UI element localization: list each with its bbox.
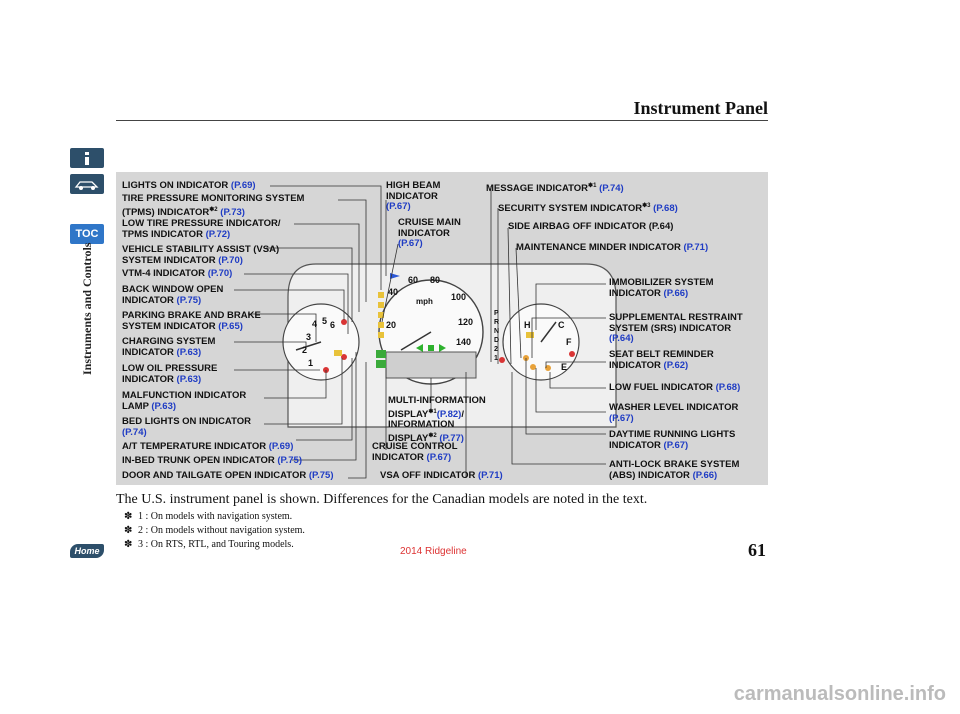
temp-H: H	[524, 320, 531, 330]
label-maintenance: MAINTENANCE MINDER INDICATOR (P.71)	[516, 242, 709, 253]
label-security: SECURITY SYSTEM INDICATOR✽3 (P.68)	[498, 203, 678, 215]
info-tab-icon[interactable]	[70, 148, 104, 168]
temp-C: C	[558, 320, 565, 330]
title-rule	[116, 120, 768, 121]
gear-N: N	[494, 328, 500, 335]
label-multi-info-display: MULTI-INFORMATION DISPLAY✽1(P.82)/ INFOR…	[388, 395, 486, 444]
tach-5: 5	[322, 316, 328, 326]
home-button[interactable]: Home	[70, 544, 104, 558]
info-display	[385, 351, 477, 379]
caption: The U.S. instrument panel is shown. Diff…	[116, 492, 648, 507]
label-in-bed-trunk: IN-BED TRUNK OPEN INDICATOR (P.75)	[122, 455, 303, 466]
label-side-airbag: SIDE AIRBAG OFF INDICATOR (P.64)	[508, 221, 674, 232]
speedo-100: 100	[451, 292, 467, 302]
tach-1: 1	[308, 358, 314, 368]
tach-6: 6	[330, 320, 336, 330]
label-washer-level: WASHER LEVEL INDICATOR(P.67)	[609, 402, 739, 424]
label-vsa: VEHICLE STABILITY ASSIST (VSA)SYSTEM IND…	[122, 244, 280, 266]
tach-2: 2	[302, 345, 308, 355]
car-tab-icon[interactable]	[70, 174, 104, 194]
toc-button[interactable]: TOC	[70, 224, 104, 244]
footnote-1: ✽1 : On models with navigation system.	[124, 511, 293, 522]
label-low-fuel: LOW FUEL INDICATOR (P.68)	[609, 382, 741, 393]
speedo-unit: mph	[416, 297, 433, 306]
label-bed-lights: BED LIGHTS ON INDICATOR(P.74)	[122, 416, 251, 438]
label-vsa-off: VSA OFF INDICATOR (P.71)	[380, 470, 503, 481]
gear-2: 2	[494, 346, 498, 353]
site-watermark: carmanualsonline.info	[733, 683, 946, 705]
gear-P: P	[494, 310, 499, 317]
page-number: 61	[748, 540, 766, 560]
gear-1: 1	[494, 355, 498, 362]
speedo-80: 80	[430, 275, 441, 285]
footnote-3: ✽3 : On RTS, RTL, and Touring models.	[124, 539, 294, 550]
label-lights-on: LIGHTS ON INDICATOR (P.69)	[122, 180, 256, 191]
label-tpms: TIRE PRESSURE MONITORING SYSTEM(TPMS) IN…	[122, 193, 305, 218]
label-message: MESSAGE INDICATOR✽1 (P.74)	[486, 183, 624, 195]
gear-R: R	[494, 319, 500, 326]
speedo-140: 140	[456, 337, 472, 347]
label-vtm4: VTM-4 INDICATOR (P.70)	[122, 268, 233, 279]
footnote-2: ✽2 : On models without navigation system…	[124, 525, 305, 536]
speedo-60: 60	[408, 275, 419, 285]
speedo-20: 20	[386, 320, 397, 330]
gear-D: D	[494, 337, 500, 344]
cluster-illustration	[234, 185, 617, 479]
tach-3: 3	[306, 332, 312, 342]
fuel-F: F	[566, 337, 572, 347]
watermark: 2014 Ridgeline	[400, 546, 467, 557]
fuel-E: E	[561, 362, 568, 372]
label-abs: ANTI-LOCK BRAKE SYSTEM(ABS) INDICATOR (P…	[609, 459, 740, 481]
instrument-panel-diagram: mph 60 80 40 100 120 140 20 3 4 5 6 2 1 …	[116, 172, 768, 485]
speedo-40: 40	[388, 287, 399, 297]
page-title: Instrument Panel	[633, 98, 769, 118]
label-door-tailgate: DOOR AND TAILGATE OPEN INDICATOR (P.75)	[122, 470, 334, 481]
speedo-120: 120	[458, 317, 474, 327]
tach-4: 4	[312, 319, 318, 329]
section-label: Instruments and Controls	[80, 242, 94, 375]
label-low-tire-pressure: LOW TIRE PRESSURE INDICATOR/TPMS INDICAT…	[122, 218, 281, 240]
label-at-temp: A/T TEMPERATURE INDICATOR (P.69)	[122, 441, 294, 452]
